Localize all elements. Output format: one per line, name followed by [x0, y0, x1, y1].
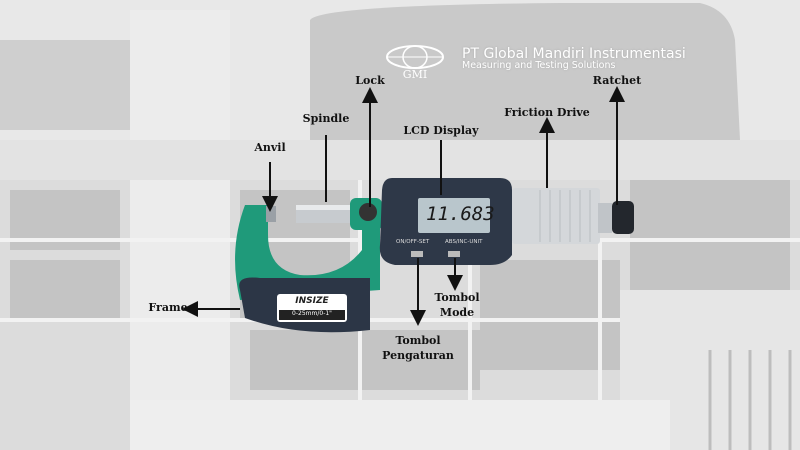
- label-arrows: [182, 86, 625, 326]
- svg-text:GMI: GMI: [403, 68, 427, 80]
- frame: [235, 200, 380, 300]
- frame-range: 0-25mm/0-1": [292, 310, 332, 317]
- micrometer: [235, 178, 634, 333]
- label-tombol-pengaturan-line1: Tombol: [395, 334, 441, 347]
- label-frame: Frame: [148, 301, 188, 314]
- gmi-logo: GMI: [380, 44, 450, 84]
- ratchet: [612, 201, 634, 234]
- company-tagline: Measuring and Testing Solutions: [462, 60, 616, 71]
- button-set: [411, 251, 423, 257]
- label-tombol-pengaturan-line2: Pengaturan: [382, 349, 454, 362]
- lcd-screen: [418, 198, 490, 233]
- anvil: [266, 206, 276, 222]
- label-lock: Lock: [355, 74, 385, 87]
- button-left-label: ON/OFF-SET: [396, 239, 430, 245]
- label-tombol-mode-line2: Mode: [439, 306, 475, 319]
- label-tombol-mode-line1: Tombol: [434, 291, 480, 304]
- button-right-label: ABS/INC-UNIT: [445, 239, 483, 245]
- button-mode: [448, 251, 460, 257]
- label-anvil: Anvil: [254, 141, 286, 154]
- friction-drive: [512, 188, 600, 244]
- company-sign: PT Global Mandiri Instrumentasi Measurin…: [462, 47, 686, 71]
- company-name: PT Global Mandiri Instrumentasi: [462, 46, 686, 62]
- label-tombol-mode: Tombol Mode: [434, 290, 479, 320]
- frame-brand: INSIZE: [295, 296, 329, 306]
- label-spindle: Spindle: [302, 112, 350, 125]
- label-ratchet: Ratchet: [592, 74, 642, 87]
- label-friction-drive: Friction Drive: [504, 106, 590, 119]
- label-tombol-pengaturan: Tombol Pengaturan: [382, 333, 454, 363]
- lcd-reading: 11.683: [426, 203, 495, 225]
- label-lcd-display: LCD Display: [403, 124, 479, 137]
- lock-knob: [359, 203, 377, 221]
